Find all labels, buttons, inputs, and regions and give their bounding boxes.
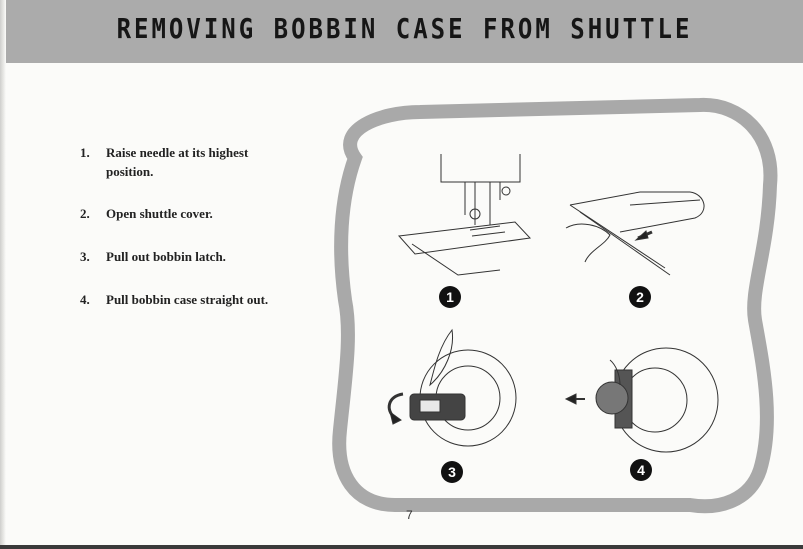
- badge-4-label: 4: [637, 462, 645, 478]
- bobbin-latch-illustration: [387, 328, 517, 447]
- shuttle-cover-hand-illustration: [565, 191, 705, 276]
- step-1: 1. Raise needle at its highest position.: [80, 143, 286, 181]
- header-band: REMOVING BOBBIN CASE FROM SHUTTLE: [6, 0, 803, 63]
- page-number: 7: [406, 508, 413, 522]
- figure-frame: [332, 97, 778, 514]
- step-4: 4. Pull bobbin case straight out.: [80, 290, 286, 309]
- step-3: 3. Pull out bobbin latch.: [80, 247, 286, 266]
- needle-presser-illustration: [397, 154, 532, 276]
- badge-3-label: 3: [448, 464, 456, 480]
- step-number: 4.: [80, 292, 90, 307]
- badge-2-label: 2: [636, 289, 644, 305]
- page-bottom-edge: [0, 545, 803, 549]
- badge-4: 4: [630, 459, 652, 481]
- step-text: Pull out bobbin latch.: [106, 249, 226, 264]
- step-number: 2.: [80, 206, 90, 221]
- step-text: Raise needle at its highest position.: [106, 145, 249, 179]
- step-2: 2. Open shuttle cover.: [80, 204, 286, 223]
- step-text: Open shuttle cover.: [106, 206, 213, 221]
- bobbin-case-removal-illustration: [564, 347, 719, 453]
- step-number: 3.: [80, 249, 90, 264]
- step-number: 1.: [80, 145, 90, 160]
- page-title: REMOVING BOBBIN CASE FROM SHUTTLE: [116, 12, 693, 46]
- badge-1-label: 1: [446, 289, 454, 305]
- badge-2: 2: [629, 286, 651, 308]
- page-edge-shadow: [0, 0, 6, 549]
- step-text: Pull bobbin case straight out.: [106, 292, 269, 307]
- badge-3: 3: [441, 461, 463, 483]
- badge-1: 1: [439, 286, 461, 308]
